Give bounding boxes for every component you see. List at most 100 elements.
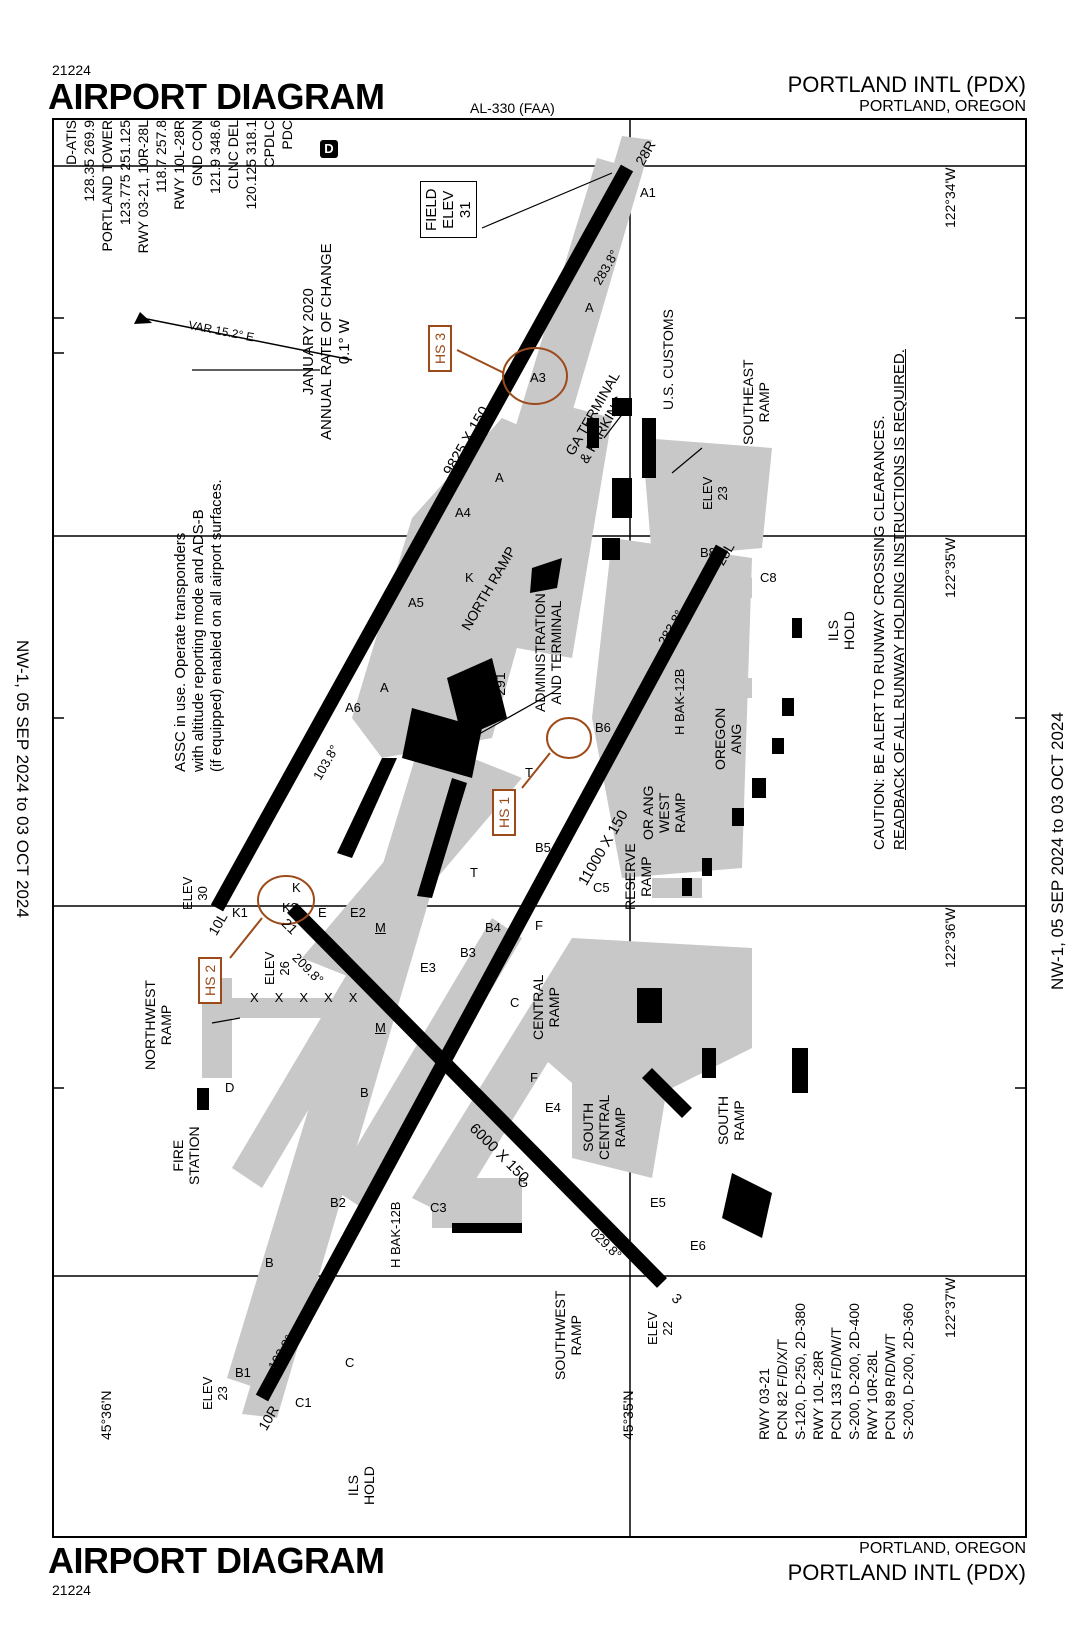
taxiway-M-b: M [375,1020,386,1035]
rate-of-change: JANUARY 2020 ANNUAL RATE OF CHANGE 0.1° … [300,243,353,440]
caution-note: CAUTION: BE ALERT TO RUNWAY CROSSING CLE… [871,349,908,850]
taxiway-B3: B3 [460,945,476,960]
taxiway-K2: K2 [282,900,298,915]
taxiway-K-b: K [465,570,474,585]
footer-volume: 21224 [52,1582,91,1598]
taxiway-C5: C5 [593,880,610,895]
taxiway-A: A [585,300,594,315]
hot-spot-2: HS 2 [198,956,222,1004]
taxiway-C1: C1 [295,1395,312,1410]
leader-lines [192,172,703,1024]
footer-city: PORTLAND, OREGON [859,1540,1026,1557]
lat-label-36: 45°36'N [98,1390,114,1440]
taxiway-E2: E2 [350,905,366,920]
effective-dates-left: NW-1, 05 SEP 2024 to 03 OCT 2024 [13,640,32,918]
taxiway-E3: E3 [420,960,436,975]
hot-spot-circles [257,347,592,925]
runway-3-21 [287,903,667,1288]
long-label-37: 122°37'W [942,1277,958,1338]
taxiway-F: F [535,918,543,933]
arrest-gear-b: H BAK-12B [672,668,687,735]
footer-title: AIRPORT DIAGRAM [48,1540,385,1581]
customs-label: U.S. CUSTOMS [660,309,676,410]
pcn-block: RWY 03-21 PCN 82 F/D/X/T S-120, D-250, 2… [756,1303,916,1440]
volume-number: 21224 [52,62,91,78]
buildings [197,398,808,1238]
taxiway-E4: E4 [545,1100,561,1115]
pavement [202,136,772,1418]
datalink-badge: D [320,140,338,158]
taxiway-K: K [292,880,301,895]
airport-city: PORTLAND, OREGON [859,98,1026,115]
runways [210,164,729,1402]
taxiway-B5: B5 [535,840,551,855]
taxiway-A4: A4 [455,505,471,520]
grid-ticks [52,317,1027,1089]
taxiway-M: M [375,920,386,935]
chart-id: AL-330 (FAA) [470,100,555,116]
chart-title: AIRPORT DIAGRAM [48,76,385,117]
assc-note: ASSC in use. Operate transponders with a… [172,479,225,772]
taxiway-A5: A5 [408,595,424,610]
taxiway-B6: B6 [595,720,611,735]
taxiway-C8: C8 [760,570,777,585]
taxiway-B4: B4 [485,920,501,935]
taxiway-B2: B2 [330,1195,346,1210]
airport-diagram [52,118,1027,1538]
long-label-36: 122°36'W [942,907,958,968]
taxiway-A3: A3 [530,370,546,385]
field-elevation-box: FIELD ELEV 31 [420,181,477,238]
taxiway-A1: A1 [640,185,656,200]
diagram-frame [52,118,1027,1538]
taxiway-E6: E6 [690,1238,706,1253]
taxiway-T: T [525,765,533,780]
taxiway-E5: E5 [650,1195,666,1210]
lat-label-35: 45°35'N [620,1390,636,1440]
taxiway-B1: B1 [235,1365,251,1380]
taxiway-B8: B8 [700,545,716,560]
taxiway-B: B [265,1255,274,1270]
footer-airport: PORTLAND INTL (PDX) [787,1560,1026,1585]
taxiway-D: D [225,1080,235,1095]
taxiway-T-b: T [470,865,478,880]
taxiway-B-b: B [360,1085,369,1100]
magnetic-arrow [134,312,353,361]
frequencies-block: D-ATIS 128.35 269.9 PORTLAND TOWER 123.7… [63,120,295,254]
taxiway-E: E [318,905,327,920]
taxiway-A6: A6 [345,700,361,715]
effective-dates-right: NW-1, 05 SEP 2024 to 03 OCT 2024 [1048,712,1067,990]
taxiway-F-b: F [530,1070,538,1085]
runway-10L-28R [210,164,634,912]
hot-spot-3: HS 3 [428,324,452,372]
long-label-34: 122°34'W [942,167,958,228]
taxiway-G: G [518,1175,529,1190]
taxiway-C: C [510,995,520,1010]
hot-spot-leaders [229,349,551,959]
arrest-gear-a: H BAK-12B [388,1201,403,1268]
taxiway-K1: K1 [232,905,248,920]
long-label-35: 122°35'W [942,537,958,598]
taxiway-C-b: C [345,1355,355,1370]
hot-spot-1: HS 1 [492,788,516,836]
taxiway-A-c: A [380,680,389,695]
taxiway-C3: C3 [430,1200,447,1215]
